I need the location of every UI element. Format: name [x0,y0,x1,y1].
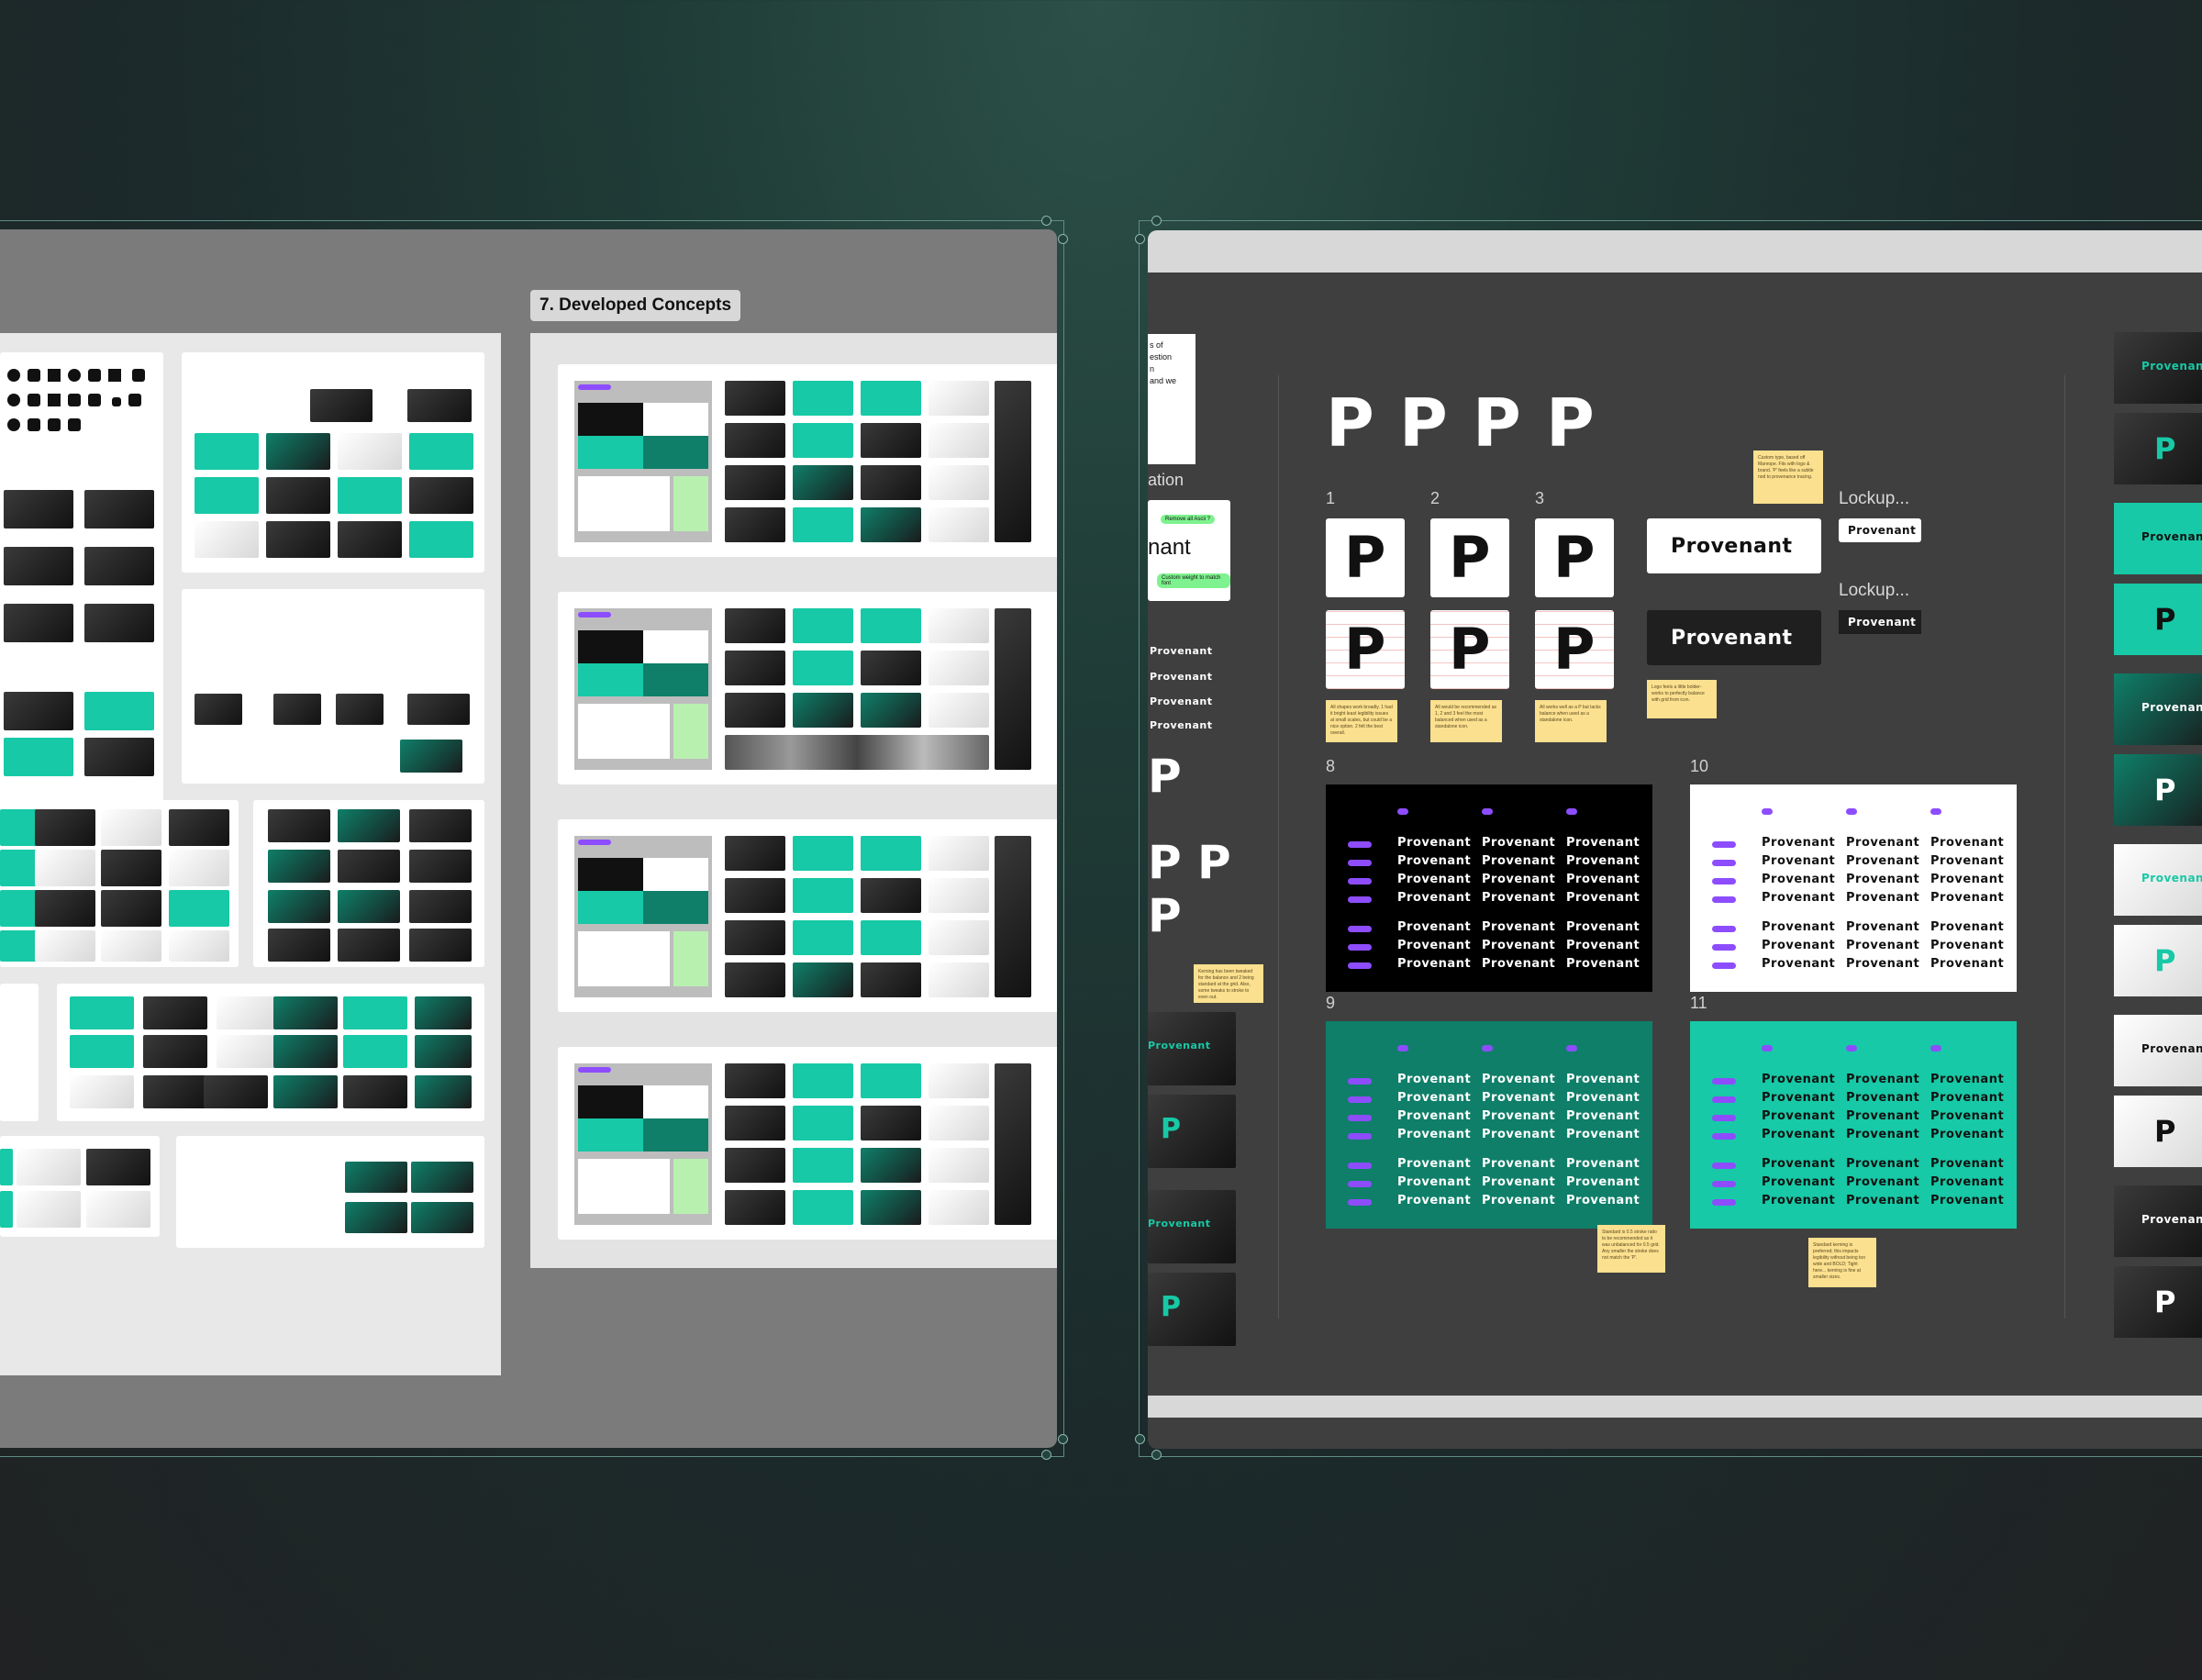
variant-number: 3 [1535,489,1545,507]
partial-word: nant [1148,535,1191,560]
wordmark-board[interactable] [182,352,484,573]
p-logo-variant: P [1473,384,1521,462]
concept-doc-4 [574,1063,712,1225]
variant-number: 1 [1326,489,1336,507]
p-logo-variant: P [1546,384,1595,462]
app-tile: Provenant [1148,1190,1236,1263]
brand-tile: Provenant [2114,332,2202,404]
top-bar [1148,230,2202,273]
concept-doc-2 [574,608,712,770]
logo-tile-2[interactable]: P [1430,518,1509,597]
right-frame-outline [1139,220,2202,1457]
wordmark-small: Provenant [1150,695,1213,707]
arrow-concept-board[interactable] [57,984,484,1121]
variant-number: 9 [1326,994,1336,1012]
bottom-left-board[interactable] [0,1136,160,1237]
brand-tile: Provenant [2114,844,2202,916]
partial-text-card: s of estion n and we [1148,334,1196,464]
logo-grid-tile-1[interactable]: P [1326,610,1405,689]
cube-concept-board[interactable] [182,589,484,784]
brand-tile: P [2114,584,2202,655]
icon-grid [4,365,160,439]
resize-handle[interactable] [1135,234,1145,244]
brand-tile: P [2114,1266,2202,1338]
lockup-dark[interactable]: Provenant [1839,610,1921,634]
p-logo-variant: P [1326,384,1374,462]
wordmark-small: Provenant [1150,645,1213,657]
app-tile: Provenant [1148,1012,1236,1085]
brand-tile: P [2114,413,2202,484]
brand-tile: Provenant [2114,503,2202,574]
resize-handle[interactable] [1151,1450,1162,1460]
green-note-2: Custom weight to match font [1157,573,1230,588]
variant-number: 10 [1690,757,1709,775]
divider-right [2064,375,2065,1318]
sticky-note[interactable]: All would be recommended as 1, 2 and 3 f… [1430,700,1502,742]
bottom-list-board[interactable] [176,1136,484,1248]
variant-number: 8 [1326,757,1336,775]
wordmark-dark-card[interactable]: Provenant [1647,610,1821,665]
p-logo-partial: P [1148,889,1182,942]
right-canvas-frame[interactable]: s of estion n and we ation Remove all As… [1148,230,2202,1449]
brand-tile: Provenant [2114,673,2202,745]
resize-handle[interactable] [1151,216,1162,226]
gradient-concept-board[interactable] [253,800,484,967]
brand-tile: P [2114,754,2202,826]
partial-wordmark-card[interactable]: Remove all Ascii ? nant Custom weight to… [1148,500,1230,601]
resize-handle[interactable] [1041,216,1051,226]
concept-row-4[interactable] [558,1047,1057,1240]
concept-row-3[interactable] [558,819,1057,1012]
developed-concepts-board[interactable] [530,333,1057,1268]
partial-heading: ation [1148,471,1184,489]
concept-row-1[interactable] [558,364,1057,557]
sticky-note[interactable]: Logo feels a little bolder-works to perf… [1647,680,1717,718]
sticky-note[interactable]: All shapes work broadly. 1 had it bright… [1326,700,1397,742]
p-logo-variant: P [1399,384,1448,462]
p-logo-partial: P P [1148,836,1231,889]
sticky-note[interactable]: Custom type, based off Manrope. Fits wit… [1753,451,1823,504]
brand-tile: P [2114,1096,2202,1167]
section-label[interactable]: 7. Developed Concepts [530,290,741,321]
square-concept-board[interactable] [0,800,239,967]
left-frame-outline [0,220,1064,1457]
resize-handle[interactable] [1041,1450,1051,1460]
variant-number: 11 [1690,994,1707,1012]
app-tile: P [1148,1095,1236,1168]
wordmark-small: Provenant [1150,671,1213,683]
spiral-concept-board[interactable] [0,984,39,1121]
brand-tile: Provenant [2114,1185,2202,1257]
green-note-1: Remove all Ascii ? [1161,515,1216,524]
wordmark-small: Provenant [1150,719,1213,731]
sticky-note[interactable]: Kerning has been tweaked for the balance… [1194,964,1263,1003]
lockup-light[interactable]: Provenant [1839,518,1921,542]
left-canvas-frame[interactable]: 7. Developed Concepts [0,229,1057,1448]
logo-grid-tile-2[interactable]: P [1430,610,1509,689]
app-tile: P [1148,1273,1236,1346]
divider-left [1278,375,1279,1318]
sticky-note[interactable]: Standard is 0.5 stroke ratio to be recom… [1597,1225,1665,1273]
logo-tile-1[interactable]: P [1326,518,1405,597]
resize-handle[interactable] [1058,1434,1068,1444]
p-logo-partial: P [1148,750,1182,803]
lockup-label: Lockup... [1839,581,1910,600]
lockup-label: Lockup... [1839,489,1910,508]
brand-tile: Provenant [2114,1015,2202,1086]
concept-doc-3 [574,836,712,997]
concept-row-2[interactable] [558,592,1057,784]
wordmark-light-card[interactable]: Provenant [1647,518,1821,573]
concept-doc-1 [574,381,712,542]
sticky-note[interactable]: All works well as a P but lacks balance … [1535,700,1607,742]
logo-grid-tile-3[interactable]: P [1535,610,1614,689]
resize-handle[interactable] [1135,1434,1145,1444]
logo-tile-3[interactable]: P [1535,518,1614,597]
resize-handle[interactable] [1058,234,1068,244]
bottom-bar [1148,1396,2202,1418]
sticky-note[interactable]: Standard kerning is preferred; this impa… [1808,1238,1876,1287]
variant-number: 2 [1430,489,1440,507]
brand-tile: P [2114,925,2202,996]
